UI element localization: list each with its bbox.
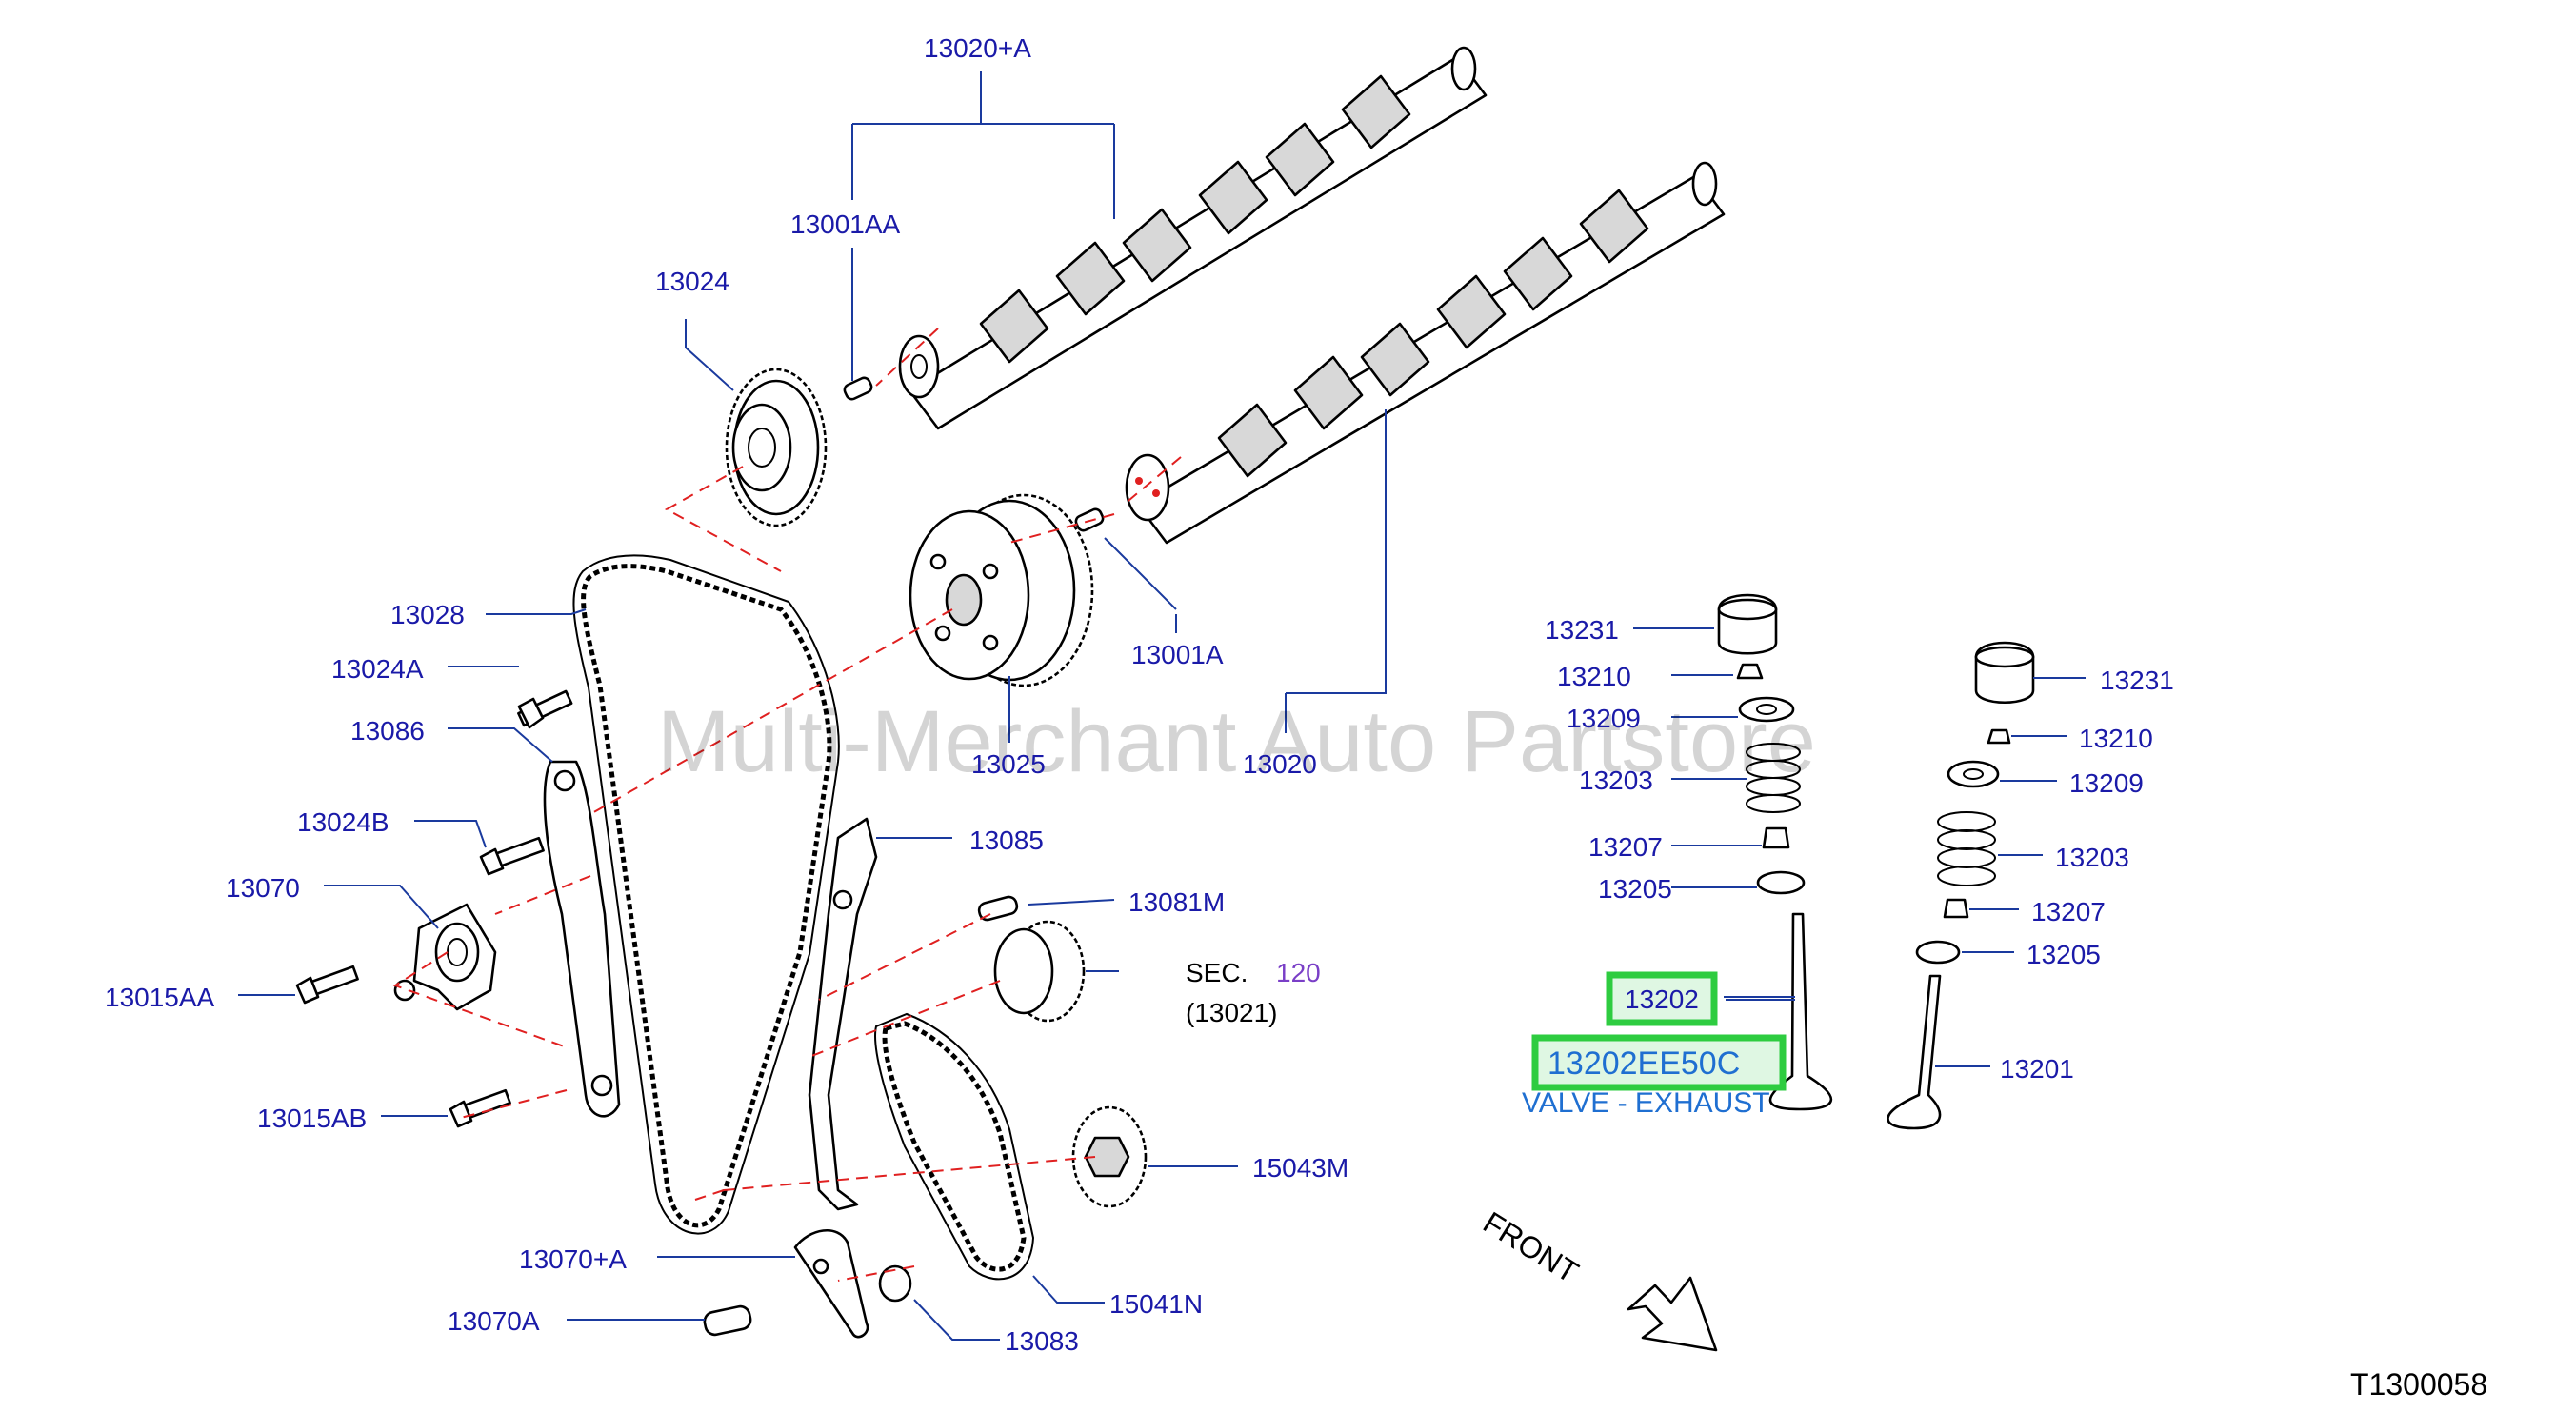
valve-assembly-right [1887, 641, 2035, 1130]
label-13025[interactable]: 13025 [971, 749, 1046, 779]
label-13209-right[interactable]: 13209 [2069, 768, 2144, 798]
bushing-13083 [878, 1264, 912, 1303]
oil-pump-chain [882, 1021, 1027, 1272]
alignment-lines [392, 328, 1182, 1282]
label-13028[interactable]: 13028 [390, 600, 465, 629]
label-13231-right[interactable]: 13231 [2100, 666, 2174, 695]
highlight-description: VALVE - EXHAUST [1522, 1087, 1770, 1119]
highlight-part-number[interactable]: 13202 [1625, 985, 1699, 1014]
leader-lines [238, 71, 2086, 1341]
label-15043M[interactable]: 15043M [1252, 1153, 1348, 1183]
dowel-pin-13001AA [843, 376, 873, 401]
label-13024[interactable]: 13024 [655, 267, 729, 296]
slack-guide-13085 [808, 817, 878, 1211]
label-13203-right[interactable]: 13203 [2055, 843, 2129, 872]
sec-number[interactable]: 120 [1276, 958, 1321, 987]
front-label: FRONT [1477, 1204, 1585, 1289]
bolts [295, 689, 573, 1128]
crankshaft-sprocket [993, 920, 1086, 1023]
exhaust-sprocket [725, 368, 828, 527]
sec-sub-label: (13021) [1186, 998, 1278, 1027]
label-13001AA[interactable]: 13001AA [790, 209, 901, 239]
label-13207-left[interactable]: 13207 [1588, 832, 1663, 862]
label-13085[interactable]: 13085 [969, 826, 1044, 855]
label-13201[interactable]: 13201 [2000, 1054, 2074, 1084]
label-13205-left[interactable]: 13205 [1598, 874, 1672, 904]
front-indicator: FRONT [1477, 1204, 1718, 1352]
timing-chain [572, 554, 840, 1235]
label-13083[interactable]: 13083 [1005, 1326, 1079, 1356]
chain-guide-13086 [543, 760, 621, 1118]
front-arrow-icon [1627, 1276, 1718, 1352]
oil-pump-sprocket [1071, 1105, 1148, 1208]
label-13015AB[interactable]: 13015AB [257, 1104, 367, 1133]
label-13210-right[interactable]: 13210 [2079, 724, 2153, 753]
chain-tensioner [393, 903, 497, 1011]
valve-timing-control [909, 493, 1094, 687]
label-13020[interactable]: 13020 [1243, 749, 1317, 779]
valve-assembly-left [1717, 593, 1833, 1111]
label-15041N[interactable]: 15041N [1109, 1289, 1203, 1319]
label-13020A[interactable]: 13020+A [924, 33, 1031, 63]
label-13081M[interactable]: 13081M [1128, 887, 1225, 917]
sec-label: SEC. [1186, 958, 1248, 987]
label-13209-left[interactable]: 13209 [1567, 704, 1641, 733]
label-13231-left[interactable]: 13231 [1545, 615, 1619, 645]
label-13001A[interactable]: 13001A [1131, 640, 1224, 669]
label-13205-right[interactable]: 13205 [2027, 940, 2101, 969]
diagram-code: T1300058 [2350, 1367, 2487, 1402]
label-13015AA[interactable]: 13015AA [105, 983, 215, 1012]
camshaft-lower [1125, 161, 1726, 545]
camshaft-upper [898, 46, 1488, 430]
label-13024B[interactable]: 13024B [297, 807, 389, 837]
highlight-oem-number[interactable]: 13202EE50C [1548, 1045, 1740, 1082]
highlighted-part[interactable]: 13202 13202EE50C VALVE - EXHAUST [1522, 971, 1795, 1119]
highlight-box-part-number [1606, 971, 1718, 1026]
label-13210-left[interactable]: 13210 [1557, 662, 1631, 691]
pin-13070A [703, 1304, 752, 1337]
label-13203-left[interactable]: 13203 [1579, 766, 1653, 795]
label-13070A[interactable]: 13070A [448, 1306, 540, 1336]
watermark: Multi-Merchant Auto Partstore [657, 693, 1816, 790]
tensioner-arm [793, 1228, 869, 1339]
label-13207-right[interactable]: 13207 [2031, 897, 2106, 926]
highlight-box-oem-number [1531, 1034, 1787, 1091]
label-13070[interactable]: 13070 [226, 873, 300, 903]
label-13024A[interactable]: 13024A [331, 654, 424, 684]
dowel-pin-13001A [1074, 507, 1105, 532]
label-13070A-plus[interactable]: 13070+A [519, 1244, 627, 1274]
label-13086[interactable]: 13086 [350, 716, 425, 746]
